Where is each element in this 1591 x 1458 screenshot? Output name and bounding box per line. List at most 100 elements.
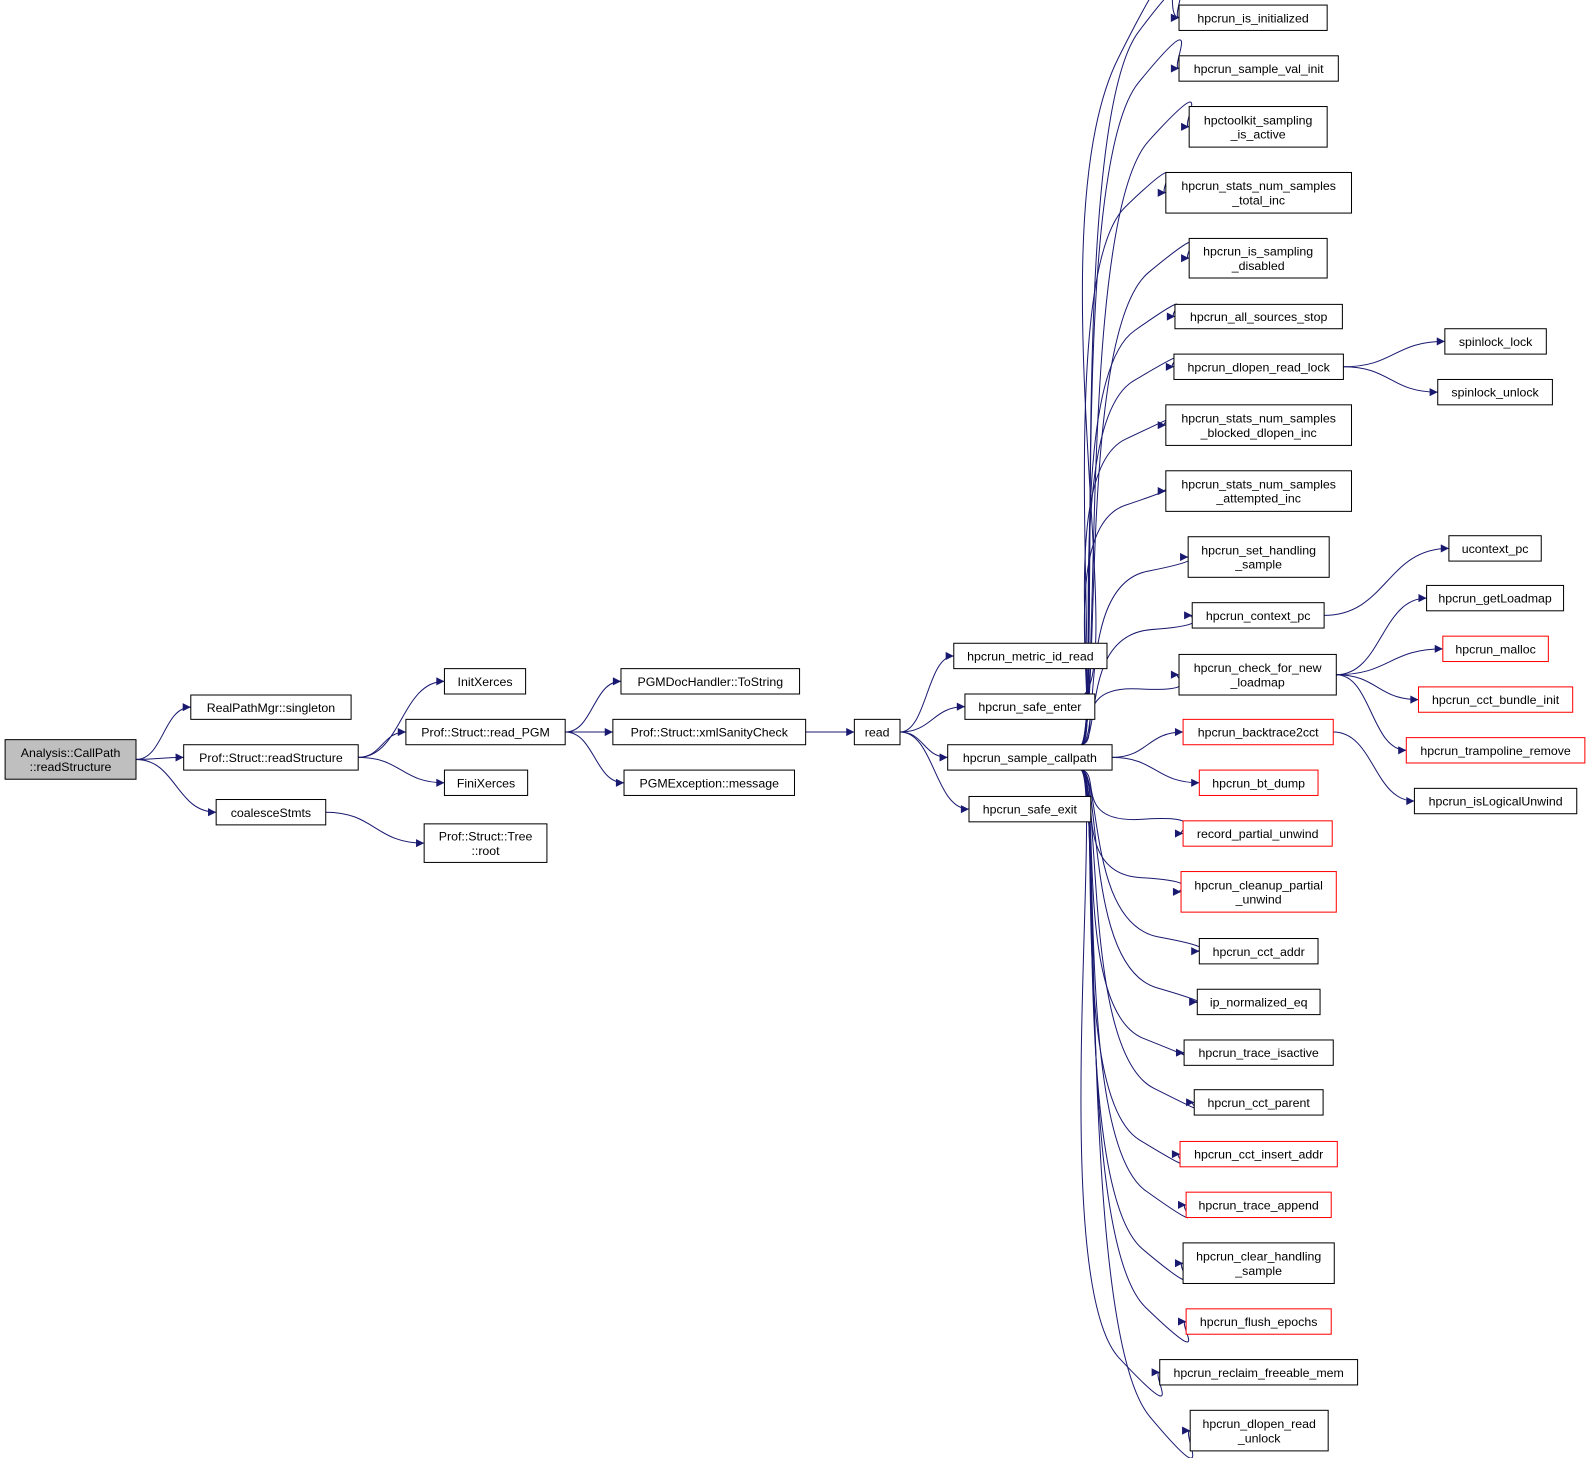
node-label: hpctoolkit_sampling	[1204, 113, 1313, 127]
node-label: spinlock_unlock	[1451, 386, 1539, 400]
graph-node-sl[interactable]: spinlock_lock	[1444, 328, 1547, 355]
graph-node-sexit[interactable]: hpcrun_safe_exit	[968, 795, 1092, 823]
node-label: Prof::Struct::readStructure	[199, 751, 343, 765]
call-edge-scp-to-cca	[1081, 769, 1203, 956]
graph-node-psrs[interactable]: Prof::Struct::readStructure	[183, 744, 359, 771]
call-edge-cfnl-to-trr	[1336, 674, 1407, 755]
node-box	[183, 744, 359, 771]
node-box	[1159, 1359, 1359, 1386]
graph-node-rpu[interactable]: record_partial_unwind	[1182, 820, 1333, 847]
node-box	[1183, 1039, 1334, 1066]
graph-node-snst[interactable]: hpcrun_stats_num_samples_total_inc	[1165, 171, 1353, 214]
node-label: RealPathMgr::singleton	[207, 701, 336, 715]
node-label: _loadmap	[1230, 675, 1285, 689]
node-label: hpcrun_is_sampling	[1203, 245, 1313, 259]
graph-node-chs[interactable]: hpcrun_clear_handling_sample	[1182, 1242, 1335, 1284]
graph-node-trr[interactable]: hpcrun_trampoline_remove	[1405, 737, 1586, 764]
graph-node-su[interactable]: spinlock_unlock	[1437, 378, 1553, 406]
node-label: ip_normalized_eq	[1210, 995, 1308, 1009]
node-label: hpcrun_all_sources_stop	[1190, 310, 1328, 324]
graph-node-btd[interactable]: hpcrun_bt_dump	[1198, 769, 1319, 796]
graph-node-snsb[interactable]: hpcrun_stats_num_samples_blocked_dlopen_…	[1165, 404, 1353, 446]
graph-node-ccp[interactable]: hpcrun_cct_parent	[1193, 1089, 1324, 1116]
node-box	[612, 718, 807, 746]
graph-node-ucpc[interactable]: ucontext_pc	[1448, 535, 1542, 562]
node-box	[1182, 820, 1333, 847]
node-label: hpcrun_dlopen_read_lock	[1188, 360, 1331, 374]
graph-node-snsa[interactable]: hpcrun_stats_num_samples_attempted_inc	[1165, 470, 1353, 512]
node-label: hpcrun_stats_num_samples	[1181, 478, 1336, 492]
node-box	[620, 668, 801, 695]
graph-node-drl[interactable]: hpcrun_dlopen_read_lock	[1173, 353, 1344, 380]
node-box	[1405, 737, 1586, 764]
call-edge-psrs-to-finix	[358, 756, 445, 787]
call-edge-scp-to-btd	[1112, 756, 1200, 787]
graph-node-xmlsc[interactable]: Prof::Struct::xmlSanityCheck	[612, 718, 807, 746]
graph-node-dru[interactable]: hpcrun_dlopen_read_unlock	[1189, 1409, 1329, 1452]
graph-node-mir[interactable]: hpcrun_metric_id_read	[953, 642, 1108, 670]
node-box	[1448, 535, 1542, 562]
graph-node-tap[interactable]: hpcrun_trace_append	[1185, 1191, 1332, 1219]
graph-node-rpgm[interactable]: Prof::Struct::read_PGM	[405, 718, 566, 746]
nodes-layer: Analysis::CallPath::readStructure RealPat…	[4, 4, 1586, 1452]
node-label: record_partial_unwind	[1197, 827, 1319, 841]
graph-node-senter[interactable]: hpcrun_safe_enter	[964, 693, 1096, 720]
graph-node-pgmex[interactable]: PGMException::message	[623, 769, 795, 796]
graph-node-root[interactable]: Analysis::CallPath::readStructure	[4, 739, 137, 780]
node-label: _sample	[1234, 1264, 1282, 1278]
node-box	[215, 799, 327, 826]
node-label: _attempted_inc	[1215, 492, 1301, 506]
node-box	[1188, 106, 1328, 148]
graph-node-ipn[interactable]: ip_normalized_eq	[1196, 988, 1321, 1016]
node-box	[1174, 303, 1343, 330]
graph-node-isd[interactable]: hpcrun_is_sampling_disabled	[1188, 237, 1328, 279]
node-label: _is_active	[1230, 127, 1286, 141]
graph-node-ccia[interactable]: hpcrun_cct_insert_addr	[1179, 1140, 1338, 1168]
node-box	[1179, 1140, 1338, 1168]
graph-node-rpm[interactable]: RealPathMgr::singleton	[190, 694, 352, 720]
graph-node-ilu[interactable]: hpcrun_isLogicalUnwind	[1413, 787, 1578, 815]
graph-node-finix[interactable]: FiniXerces	[443, 769, 529, 796]
node-box	[968, 795, 1092, 823]
graph-node-coal[interactable]: coalesceStmts	[215, 799, 327, 826]
graph-node-tostr[interactable]: PGMDocHandler::ToString	[620, 668, 801, 695]
call-edge-scp-to-tap	[1081, 769, 1190, 1219]
call-edge-read-to-mir	[899, 651, 954, 733]
node-label: ::readStructure	[30, 760, 112, 774]
graph-node-rfm[interactable]: hpcrun_reclaim_freeable_mem	[1159, 1359, 1359, 1386]
node-label: FiniXerces	[457, 776, 515, 790]
node-label: hpcrun_safe_exit	[983, 803, 1078, 817]
node-label: hpcrun_sample_val_init	[1194, 62, 1324, 76]
node-box	[443, 769, 529, 796]
node-label: hpcrun_set_handling	[1201, 543, 1316, 557]
graph-node-shs[interactable]: hpcrun_set_handling_sample	[1187, 536, 1330, 578]
node-box	[1196, 988, 1321, 1016]
graph-node-troot[interactable]: Prof::Struct::Tree::root	[423, 823, 548, 863]
call-edge-scp-to-rfm	[1080, 769, 1163, 1397]
graph-node-cfnl[interactable]: hpcrun_check_for_new_loadmap	[1178, 653, 1337, 696]
node-label: Prof::Struct::Tree	[439, 830, 533, 844]
graph-node-svi[interactable]: hpcrun_sample_val_init	[1178, 55, 1339, 82]
graph-node-hsia[interactable]: hpctoolkit_sampling_is_active	[1188, 106, 1328, 148]
graph-node-cpc[interactable]: hpcrun_context_pc	[1191, 602, 1325, 629]
node-box	[1198, 938, 1319, 965]
graph-node-glm[interactable]: hpcrun_getLoadmap	[1426, 584, 1565, 612]
graph-node-read[interactable]: read	[853, 718, 901, 746]
graph-node-isinit[interactable]: hpcrun_is_initialized	[1178, 4, 1328, 31]
graph-node-ass[interactable]: hpcrun_all_sources_stop	[1174, 303, 1343, 330]
node-label: _unwind	[1235, 893, 1282, 907]
node-box	[1442, 635, 1549, 663]
node-label: hpcrun_check_for_new	[1194, 661, 1322, 675]
graph-node-initx[interactable]: InitXerces	[443, 668, 527, 695]
graph-node-b2c[interactable]: hpcrun_backtrace2cct	[1182, 718, 1334, 746]
node-label: hpcrun_safe_enter	[978, 700, 1081, 714]
graph-node-cca[interactable]: hpcrun_cct_addr	[1198, 938, 1319, 965]
graph-node-fe[interactable]: hpcrun_flush_epochs	[1185, 1308, 1332, 1335]
graph-node-cbi[interactable]: hpcrun_cct_bundle_init	[1417, 686, 1574, 713]
graph-node-tia[interactable]: hpcrun_trace_isactive	[1183, 1039, 1334, 1066]
call-edge-scp-to-svi	[1081, 39, 1182, 745]
graph-node-cpu[interactable]: hpcrun_cleanup_partial_unwind	[1180, 871, 1337, 913]
graph-node-mal[interactable]: hpcrun_malloc	[1442, 635, 1549, 663]
graph-node-scp[interactable]: hpcrun_sample_callpath	[947, 744, 1113, 771]
